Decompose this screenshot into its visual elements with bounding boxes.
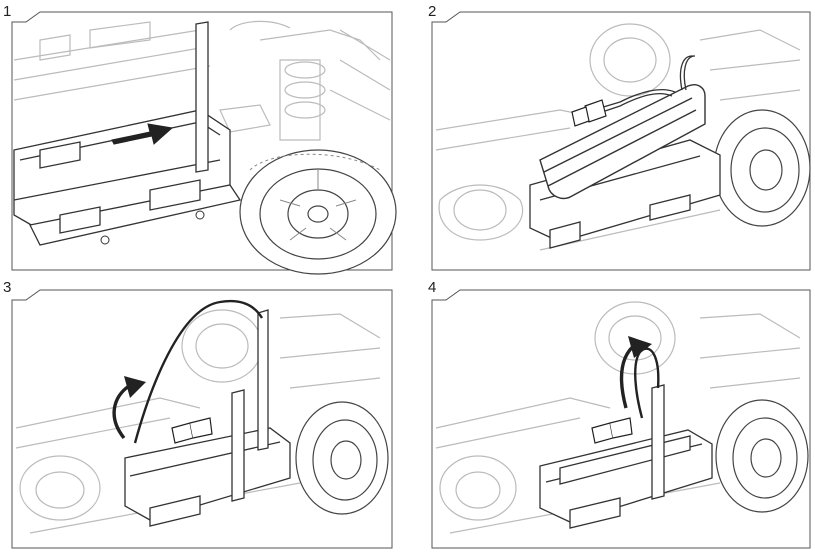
step-1-illustration xyxy=(11,11,397,275)
step-panel-3 xyxy=(0,278,420,556)
straight-arrow-icon xyxy=(111,123,174,145)
step-panel-2 xyxy=(420,0,815,275)
step-3-illustration xyxy=(11,289,393,549)
curved-arrow-icon xyxy=(112,376,146,440)
step-2-illustration xyxy=(431,11,811,271)
step-number-1: 1 xyxy=(3,3,12,20)
step-number-2: 2 xyxy=(428,3,437,20)
step-number-3: 3 xyxy=(3,279,12,296)
step-panel-1 xyxy=(0,0,420,275)
step-panel-4 xyxy=(420,278,815,556)
curved-arrow-icon xyxy=(619,336,652,409)
step-4-illustration xyxy=(431,289,811,549)
step-number-4: 4 xyxy=(428,279,437,296)
